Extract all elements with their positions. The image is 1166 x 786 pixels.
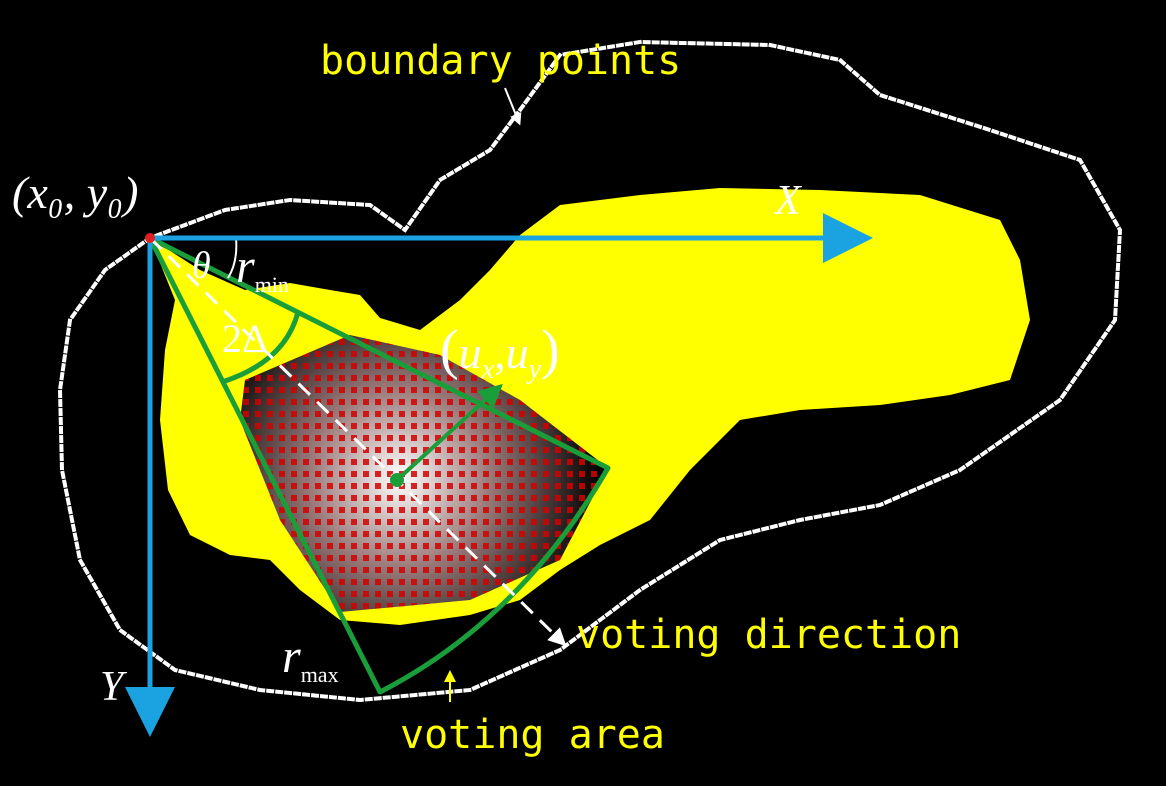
boundary-contour (57, 39, 1123, 703)
r-min-label: rmin (236, 240, 289, 297)
r-max-sub: max (301, 662, 339, 687)
r-min-sub: min (255, 272, 289, 297)
boundary-points-label: boundary points (320, 38, 681, 84)
rmin-arc (221, 311, 301, 385)
u-x-sub: x (481, 354, 495, 385)
x-axis-label: X (773, 178, 803, 224)
r-max-label: rmax (282, 630, 339, 687)
vote-vector-comma: , (494, 327, 506, 378)
potential-voting-label-line2: region (730, 320, 875, 366)
vote-vector-origin (390, 473, 404, 487)
potential-voting-label-line1: potential voting (598, 260, 983, 306)
voting-direction-label: voting direction (576, 612, 961, 658)
theta-label: θ (192, 245, 211, 287)
two-delta-label: 2Δ (222, 316, 268, 361)
vote-vector-label: (ux,uy) (440, 319, 560, 385)
vote-vector-close-paren: ) (541, 319, 560, 381)
u-y-sub: y (526, 354, 542, 385)
r-max-base: r (282, 630, 301, 683)
voting-direction-line (148, 236, 567, 647)
voting-area-label: voting area (400, 712, 665, 758)
y-axis-label: Y (100, 664, 128, 710)
boundary-pointer-arrow (504, 87, 522, 126)
u-y-base: u (506, 327, 529, 378)
r-min-base: r (236, 240, 255, 293)
origin-label: (x₀, y₀) (12, 167, 138, 218)
voting-area-sector (147, 235, 611, 695)
theta-arc (227, 237, 238, 279)
u-x-base: u (459, 327, 482, 378)
vote-vector-open-paren: ( (440, 319, 459, 381)
vote-vector-arrow (395, 383, 503, 482)
origin-point (145, 233, 155, 243)
